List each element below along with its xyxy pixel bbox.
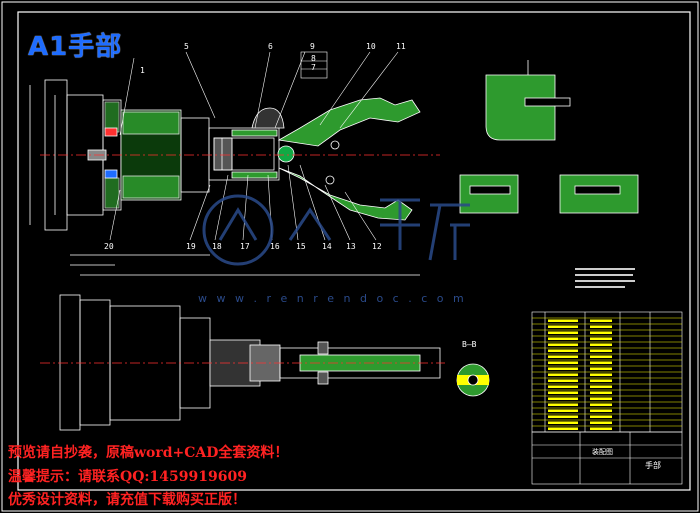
- part-number: 10: [366, 42, 376, 51]
- parts-list-entry: [590, 391, 612, 394]
- parts-list-entry: [590, 325, 612, 328]
- detail-view-b: [459, 174, 639, 214]
- parts-list-entry: [548, 325, 578, 328]
- parts-list-entry: [590, 337, 612, 340]
- part-number: 14: [322, 242, 332, 251]
- promo-line-2: 温馨提示：请联系QQ:1459919609: [8, 469, 247, 485]
- top-view: [40, 294, 445, 431]
- parts-list-entry: [590, 343, 612, 346]
- parts-list-entry: [590, 385, 612, 388]
- parts-list-entry: [590, 349, 612, 352]
- parts-list-entry: [548, 397, 578, 400]
- parts-list-entry: [590, 409, 612, 412]
- parts-list-entry: [548, 427, 578, 430]
- watermark-logo: [202, 194, 470, 266]
- parts-list-entry: [590, 367, 612, 370]
- parts-list-entry: [590, 331, 612, 334]
- parts-list-entry: [590, 379, 612, 382]
- parts-list-entry: [548, 331, 578, 334]
- parts-list-entry: [590, 397, 612, 400]
- parts-list-entry: [548, 409, 578, 412]
- parts-list-entry: [590, 355, 612, 358]
- part-number: 12: [372, 242, 382, 251]
- part-number: 9: [310, 42, 315, 51]
- section-bb: [456, 363, 490, 397]
- parts-list-entry: [590, 373, 612, 376]
- section-label: B—B: [462, 340, 477, 349]
- part-number: 20: [104, 242, 114, 251]
- parts-list-entry: [548, 415, 578, 418]
- part-number: 5: [184, 42, 189, 51]
- parts-list-entry: [548, 373, 578, 376]
- part-number: 11: [396, 42, 406, 51]
- parts-list-entry: [548, 403, 578, 406]
- parts-list-entry: [548, 361, 578, 364]
- parts-list-entry: [590, 421, 612, 424]
- parts-list-entry: [548, 385, 578, 388]
- part-number: 6: [268, 42, 273, 51]
- watermark-url: w w w . r e n r e n d o c . c o m: [198, 292, 467, 305]
- leader-lines: [109, 51, 399, 241]
- parts-list-entry: [548, 355, 578, 358]
- parts-list-rows: [532, 317, 682, 430]
- tech-requirements: [575, 268, 635, 288]
- title-block-name: 手部: [645, 461, 661, 470]
- part-number: 8: [311, 54, 316, 63]
- parts-list-entry: [548, 349, 578, 352]
- parts-list-entry: [548, 421, 578, 424]
- parts-list-entry: [548, 367, 578, 370]
- parts-list-entry: [548, 319, 578, 322]
- part-number: 19: [186, 242, 196, 251]
- part-number: 16: [270, 242, 280, 251]
- drawing-title: A1手部: [28, 32, 123, 62]
- part-number: 15: [296, 242, 306, 251]
- promo-line-3: 优秀设计资料，请充值下载购买正版！: [8, 492, 246, 508]
- parts-list-entry: [590, 427, 612, 430]
- part-number: 13: [346, 242, 356, 251]
- parts-list-entry: [548, 391, 578, 394]
- part-number: 17: [240, 242, 250, 251]
- parts-list-entry: [590, 319, 612, 322]
- promo-line-1: 预览请自抄袭，原稿word+CAD全套资料！: [8, 445, 289, 461]
- part-number: 7: [311, 63, 316, 72]
- parts-list-entry: [590, 415, 612, 418]
- parts-list-entry: [590, 361, 612, 364]
- parts-list-entry: [548, 337, 578, 340]
- detail-view-a: [485, 60, 571, 141]
- part-number: 1: [140, 66, 145, 75]
- title-block-scale: 装配图: [592, 448, 613, 456]
- parts-list-entry: [548, 379, 578, 382]
- part-number: 18: [212, 242, 222, 251]
- parts-list-entry: [548, 343, 578, 346]
- parts-list-entry: [590, 403, 612, 406]
